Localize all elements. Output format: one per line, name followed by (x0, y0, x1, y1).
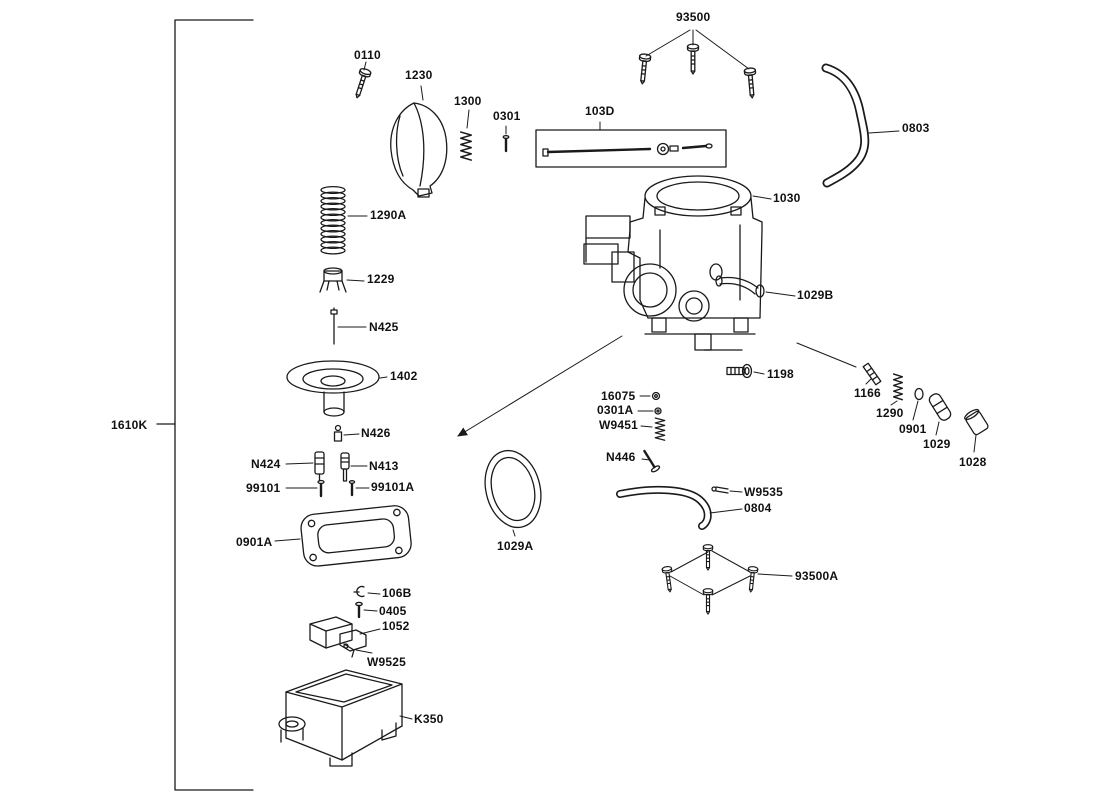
retainer-1229 (319, 267, 365, 293)
part-label-1029b: 1029B (797, 288, 834, 302)
circlip-106b (353, 585, 381, 598)
part-label-1030: 1030 (773, 191, 801, 205)
part-label-n424: N424 (251, 457, 281, 471)
part-label-1166: 1166 (854, 386, 881, 400)
screw-99101a (348, 480, 370, 497)
part-label-n425: N425 (369, 320, 399, 334)
part-label-w9451: W9451 (599, 418, 639, 432)
part-label-1290a: 1290A (370, 208, 407, 222)
small-parts-center (637, 391, 666, 473)
part-label-0901: 0901 (899, 422, 927, 436)
spring-1300 (459, 109, 473, 161)
coil-spring-1290a (320, 185, 368, 255)
float-bowl-k350 (278, 669, 413, 767)
part-n413 (340, 452, 368, 482)
elbow-1029b (715, 275, 796, 298)
part-label-106b: 106B (382, 586, 412, 600)
float-arm-w9525 (343, 643, 373, 658)
screw-set-93500a (661, 544, 793, 615)
screw-0405 (355, 601, 378, 619)
part-label-n426: N426 (361, 426, 391, 440)
part-label-1300: 1300 (454, 94, 482, 108)
part-label-1028: 1028 (959, 455, 987, 469)
assembly-bracket-1610k (156, 19, 254, 791)
clip-w9535 (711, 486, 743, 494)
part-label-1229: 1229 (367, 272, 395, 286)
part-label-n446: N446 (606, 450, 636, 464)
cover-1230 (390, 85, 448, 198)
part-n424 (285, 451, 325, 482)
pilot-parts-cluster (862, 362, 989, 453)
part-label-w9525: W9525 (367, 655, 407, 669)
direction-arrow (457, 335, 857, 437)
rod-assembly-103d (535, 121, 727, 168)
part-label-0301: 0301 (493, 109, 521, 123)
part-label-n413: N413 (369, 459, 399, 473)
part-label-k350: K350 (414, 712, 444, 726)
part-label-99101: 99101 (246, 481, 281, 495)
part-n426 (333, 424, 360, 442)
part-label-93500: 93500 (676, 10, 711, 24)
jet-needle-n425 (330, 307, 367, 345)
float-1052 (309, 616, 381, 652)
hose-0804 (616, 485, 743, 530)
part-label-1052: 1052 (382, 619, 410, 633)
part-label-103d: 103D (585, 104, 615, 118)
part-label-1198: 1198 (767, 367, 794, 381)
seal-ring-1029a (484, 449, 542, 537)
carburetor-body-1030 (583, 175, 772, 351)
part-label-0804: 0804 (744, 501, 772, 515)
part-label-0405: 0405 (379, 604, 407, 618)
part-label-99101a: 99101A (371, 480, 415, 494)
part-label-93500a: 93500A (795, 569, 839, 583)
hose-0803 (821, 63, 900, 188)
part-label-1029a: 1029A (497, 539, 534, 553)
part-label-0803: 0803 (902, 121, 930, 135)
screw-0301 (502, 125, 510, 153)
diaphragm-1402 (286, 360, 388, 417)
screw-99101 (285, 479, 325, 498)
part-label-1230: 1230 (405, 68, 433, 82)
screw-0110 (351, 61, 373, 101)
part-label-0901a: 0901A (236, 535, 273, 549)
part-label-0301a: 0301A (597, 403, 634, 417)
part-label-0110: 0110 (354, 48, 381, 62)
part-label-1402: 1402 (390, 369, 418, 383)
part-label-1029: 1029 (923, 437, 951, 451)
screw-set-93500 (636, 29, 759, 100)
bolt-1198 (726, 363, 765, 379)
part-label-16075: 16075 (601, 389, 636, 403)
part-label-w9535: W9535 (744, 485, 784, 499)
gasket-0901a (274, 505, 412, 567)
part-label-1610k: 1610K (111, 418, 148, 432)
part-label-1290: 1290 (876, 406, 904, 420)
